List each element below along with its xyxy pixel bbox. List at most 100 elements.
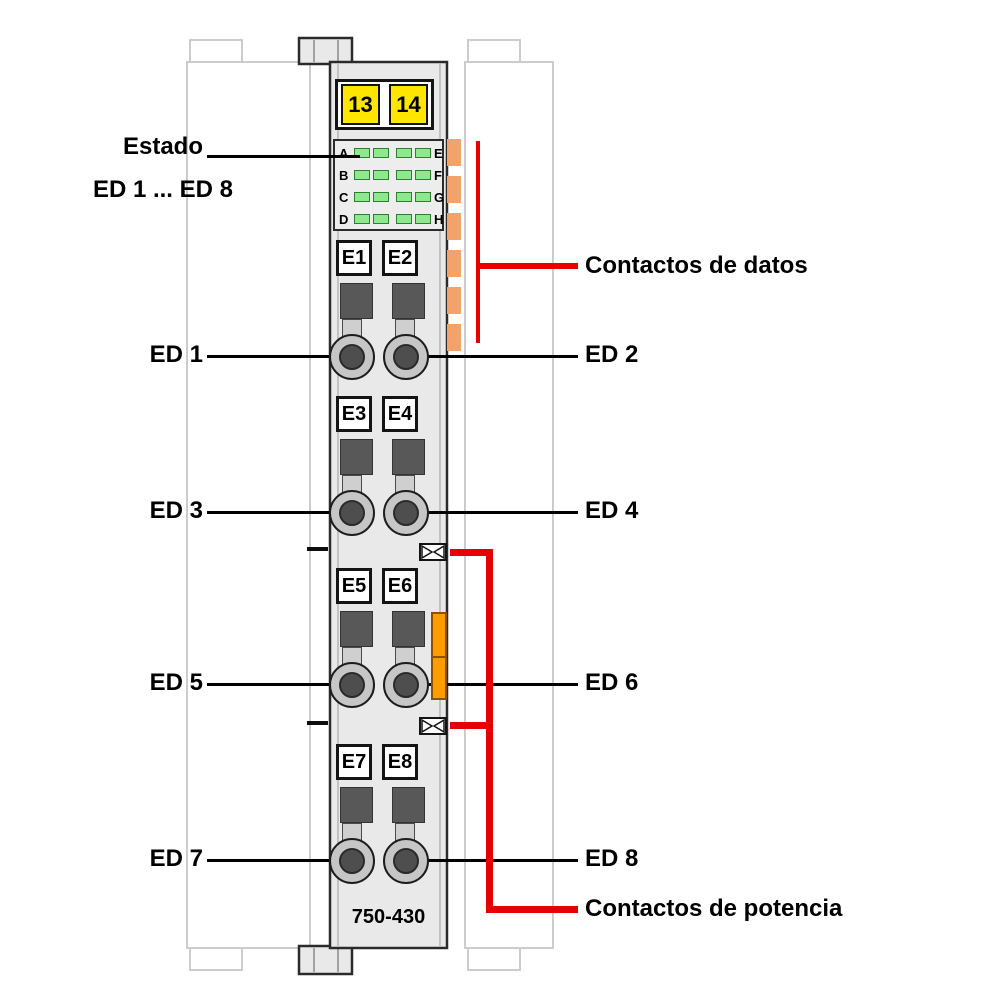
data-contacts-label: Contactos de datos (585, 252, 808, 279)
status-led (396, 192, 412, 202)
wire-entry-right (392, 787, 425, 823)
wire-entry-left (340, 439, 373, 475)
power-bracket-vertical (486, 549, 493, 913)
power-bracket-stub-top (450, 549, 490, 556)
input-terminal-box-e5: E5 (336, 568, 372, 604)
power-jumper-tick (307, 547, 328, 551)
channel-label-ed8: ED 8 (585, 845, 639, 872)
wire-entry-left (340, 787, 373, 823)
input-terminal-box-e3: E3 (336, 396, 372, 432)
wire-entry-left (340, 283, 373, 319)
input-terminal-box-e4: E4 (382, 396, 418, 432)
status-led (415, 170, 431, 180)
clamp-terminal-center (393, 344, 419, 370)
status-led (373, 148, 389, 158)
device-top-tab (297, 36, 354, 66)
annotation-line-right (406, 511, 578, 514)
ed-range-label: ED 1 ... ED 8 (92, 176, 233, 203)
status-led (396, 214, 412, 224)
status-led-panel: A E B F C G D H (333, 139, 444, 231)
status-led (354, 192, 370, 202)
clamp-terminal-center (339, 344, 365, 370)
terminal-number-14: 14 (389, 84, 428, 125)
power-jumper-contact-icon (419, 717, 447, 735)
led-letter-e: E (434, 146, 443, 161)
annotation-line-left (207, 511, 353, 514)
power-contacts-label: Contactos de potencia (585, 895, 843, 922)
clamp-terminal-right (383, 838, 429, 884)
input-terminal-box-e1: E1 (336, 240, 372, 276)
release-latch (431, 612, 447, 700)
status-led (354, 170, 370, 180)
data-contact (447, 250, 461, 277)
channel-section-3: E5 E6 ED 5 ED 6 (0, 568, 1004, 728)
channel-label-ed5: ED 5 (149, 669, 203, 696)
wire-entry-right (392, 611, 425, 647)
data-contact (447, 139, 461, 166)
device-inner-edge-right (439, 64, 441, 946)
wire-entry-left (340, 611, 373, 647)
clamp-terminal-left (329, 838, 375, 884)
data-contact (447, 176, 461, 203)
annotation-line-right (406, 355, 578, 358)
led-letter-a: A (339, 146, 349, 161)
status-led (415, 148, 431, 158)
status-led (373, 214, 389, 224)
estado-label: Estado (122, 133, 203, 160)
clamp-terminal-left (329, 334, 375, 380)
clamp-terminal-left (329, 490, 375, 536)
estado-annotation-line (207, 155, 360, 158)
annotation-line-left (207, 355, 353, 358)
channel-label-ed3: ED 3 (149, 497, 203, 524)
led-letter-h: H (434, 212, 444, 227)
status-led (415, 192, 431, 202)
clamp-terminal-center (393, 672, 419, 698)
channel-label-ed6: ED 6 (585, 669, 639, 696)
clamp-terminal-right (383, 490, 429, 536)
power-jumper-contact-icon (419, 543, 447, 561)
bowtie-icon (421, 719, 445, 733)
led-letter-d: D (339, 212, 349, 227)
wire-entry-right (392, 439, 425, 475)
channel-section-1: E1 E2 ED 1 ED 2 (0, 240, 1004, 400)
clamp-terminal-center (393, 848, 419, 874)
power-bracket-horizontal (486, 906, 578, 913)
left-neighbor-outline (186, 39, 311, 971)
data-contact (447, 287, 461, 314)
status-led (396, 148, 412, 158)
channel-label-ed1: ED 1 (149, 341, 203, 368)
input-terminal-box-e7: E7 (336, 744, 372, 780)
channel-label-ed7: ED 7 (149, 845, 203, 872)
clamp-terminal-left (329, 662, 375, 708)
bowtie-icon (421, 545, 445, 559)
data-contacts-bracket-vertical (476, 141, 480, 343)
data-contacts-bracket-horizontal (476, 263, 578, 269)
status-led (354, 148, 370, 158)
clamp-terminal-center (393, 500, 419, 526)
status-led (373, 170, 389, 180)
power-bracket-stub-middle (450, 722, 490, 729)
wire-entry-right (392, 283, 425, 319)
led-letter-g: G (434, 190, 445, 205)
input-terminal-box-e2: E2 (382, 240, 418, 276)
data-contact (447, 324, 461, 351)
annotation-line-left (207, 683, 353, 686)
annotation-line-left (207, 859, 353, 862)
channel-section-2: E3 E4 ED 3 ED 4 (0, 396, 1004, 556)
status-led (373, 192, 389, 202)
terminal-number-13: 13 (341, 84, 380, 125)
clamp-terminal-center (339, 848, 365, 874)
channel-section-4: E7 E8 ED 7 ED 8 (0, 744, 1004, 904)
status-led (354, 214, 370, 224)
latch-divider (433, 656, 445, 658)
clamp-terminal-center (339, 500, 365, 526)
data-contact (447, 213, 461, 240)
clamp-terminal-right (383, 334, 429, 380)
clamp-terminal-right (383, 662, 429, 708)
terminal-number-plate: 13 14 (335, 79, 434, 130)
channel-label-ed4: ED 4 (585, 497, 639, 524)
led-letter-f: F (434, 168, 442, 183)
channel-label-ed2: ED 2 (585, 341, 639, 368)
led-letter-b: B (339, 168, 349, 183)
